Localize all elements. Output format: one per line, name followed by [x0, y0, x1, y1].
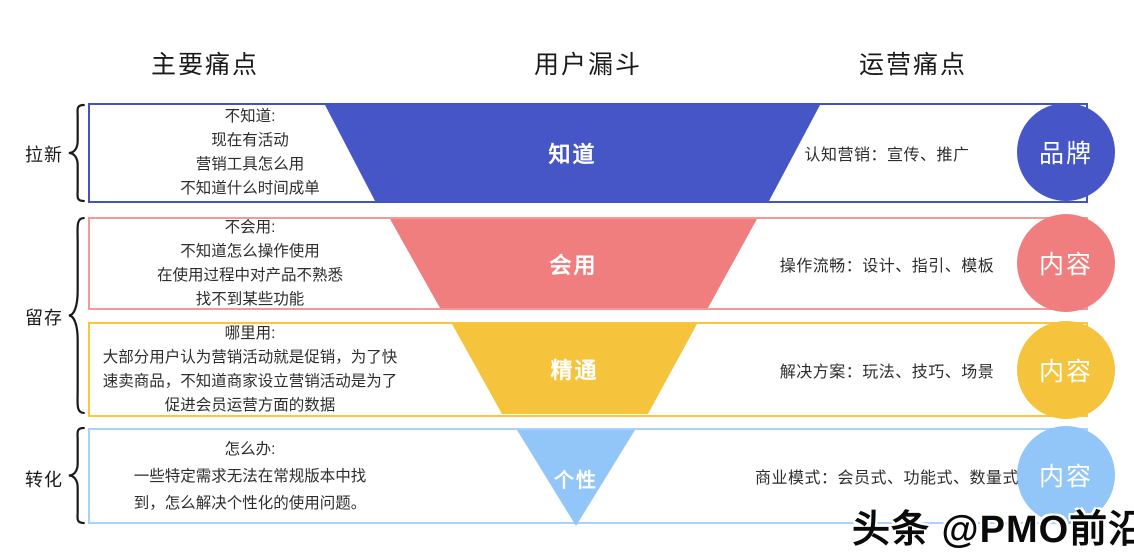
stage-label-conversion: 转化: [25, 470, 63, 490]
funnel-segment-use: 会用: [390, 219, 757, 308]
column-header-main-pain: 主要痛点: [150, 51, 259, 79]
pain-points-text: 怎么办: 一些特定需求无法在常规版本中找 到，怎么解决个性化的使用问题。: [133, 440, 367, 512]
ops-circle-content-3: 内容: [1017, 426, 1115, 524]
funnel-segment-label: 会用: [549, 252, 598, 278]
funnel-segment-label: 个性: [554, 469, 598, 492]
funnel-segment-label: 知道: [548, 142, 597, 167]
funnel-segment-label: 精通: [550, 358, 599, 383]
pain-points-text: 不会用: 不知道怎么操作使用 在使用过程中对产品不熟悉 找不到某些功能: [156, 218, 343, 308]
ops-pain-text: 商业模式：会员式、功能式、数量式: [754, 470, 1019, 487]
circle-label: 内容: [1038, 358, 1093, 386]
funnel-segment-know: 知道: [325, 105, 820, 201]
stage-label-retention: 留存: [25, 308, 63, 328]
column-header-user-funnel: 用户漏斗: [533, 51, 642, 79]
circle-label: 内容: [1038, 463, 1093, 491]
ops-circle-brand: 品牌: [1017, 103, 1115, 201]
circle-label: 品牌: [1038, 140, 1093, 168]
ops-pain-text: 解决方案：玩法、技巧、场景: [779, 363, 995, 381]
column-header-ops-pain: 运营痛点: [858, 51, 967, 79]
brace-retention-icon: [66, 214, 86, 417]
circle-label: 内容: [1038, 251, 1093, 279]
pain-points-text: 不知道: 现在有活动 营销工具怎么用 不知道什么时间成单: [180, 108, 320, 197]
brace-acquisition-icon: [66, 103, 86, 203]
brace-conversion-icon: [66, 426, 86, 525]
ops-circle-content-1: 内容: [1017, 214, 1115, 312]
ops-circle-content-2: 内容: [1017, 321, 1115, 419]
watermark-toutiao-pmo: 头条 @PMO前沿: [852, 509, 1134, 551]
stage-label-acquisition: 拉新: [25, 145, 63, 165]
ops-pain-text: 认知营销：宣传、推广: [804, 147, 970, 164]
ops-pain-text: 操作流畅：设计、指引、模板: [779, 257, 995, 275]
pain-points-text: 哪里用: 大部分用户认为营销活动就是促销，为了快 速卖商品，不知道商家设立营销活…: [102, 324, 398, 414]
